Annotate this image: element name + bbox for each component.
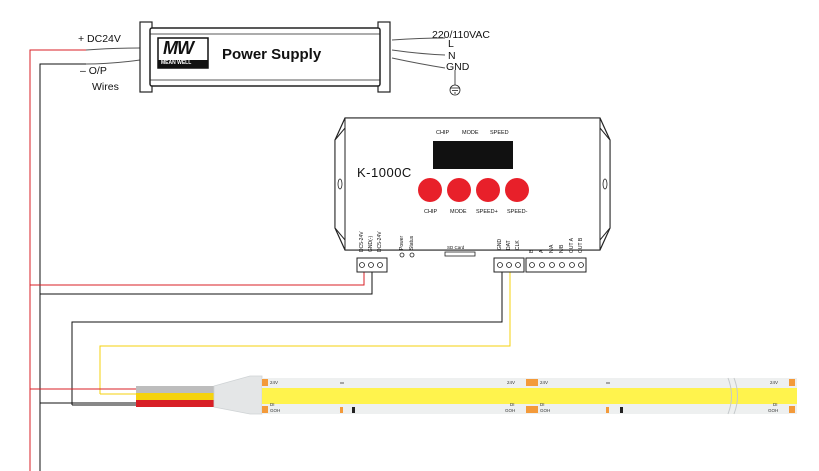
strip-seg2-end-24v: 24V	[770, 380, 779, 385]
pwr-terminal-label-2: GND(-)	[368, 235, 374, 252]
display-label-speed: SPEED	[490, 130, 509, 136]
status-led	[409, 252, 415, 258]
sd-card-label: SD Card	[447, 245, 465, 250]
status-led-label: Status	[409, 235, 415, 250]
strip-seg1-end-24v: 24V	[507, 380, 516, 385]
button-label-chip: CHIP	[424, 209, 438, 215]
power-supply	[139, 21, 391, 93]
out-label-out-b: OUT B	[578, 237, 584, 253]
out-label-out-a: OUT A	[569, 238, 575, 253]
strip-seg2-end-goh: GOH	[768, 408, 779, 413]
ac-l-wire	[391, 37, 446, 41]
red-main-wire	[29, 49, 86, 471]
display-label-chip: CHIP	[436, 130, 450, 136]
strip-seg2-24v: 24V	[540, 380, 549, 385]
out-label-nb: N/B	[559, 244, 565, 253]
mode-button[interactable]	[447, 178, 471, 202]
pwr-terminal-label-1: DC5-24V	[359, 231, 365, 252]
out-label-na: N/A	[549, 244, 555, 253]
ps-dc-plus-lead	[85, 47, 141, 51]
controller	[334, 117, 611, 273]
signal-label-clk: CLK	[515, 240, 521, 250]
meanwell-logo-text: MW	[163, 38, 194, 58]
led-strip	[136, 375, 797, 415]
button-label-mode: MODE	[450, 209, 467, 215]
ac-gnd-wire	[391, 57, 446, 69]
strip-seg1-goh: GOH	[270, 408, 281, 413]
meanwell-logo-subtext: MEAN WELL	[161, 60, 192, 66]
ac-n-wire	[391, 49, 446, 56]
speed-down-button[interactable]	[505, 178, 529, 202]
out-label-b: B	[529, 249, 535, 253]
button-label-speed-down: SPEED-	[507, 209, 528, 215]
red-to-controller	[30, 268, 365, 286]
ac-n-label: N	[448, 50, 456, 62]
earth-ground-icon	[449, 84, 461, 96]
dc-minus-label: – O/P	[80, 65, 107, 77]
ac-input-label: 220/110VAC	[432, 29, 490, 41]
signal-label-dat: DAT	[506, 240, 512, 250]
black-main-wire	[39, 63, 86, 471]
signal-gnd-wire	[71, 268, 503, 405]
sd-card-slot[interactable]	[444, 251, 476, 257]
signal-terminal-block	[493, 257, 525, 273]
ps-dc-minus-lead	[85, 59, 141, 65]
power-supply-title: Power Supply	[222, 46, 322, 63]
strip-seg1-end-di: DI	[510, 402, 515, 407]
strip-seg2-di: DI	[540, 402, 545, 407]
controller-display	[433, 141, 513, 169]
display-label-mode: MODE	[462, 130, 479, 136]
power-terminal-block	[356, 257, 388, 273]
chip-button[interactable]	[418, 178, 442, 202]
signal-label-gnd: GND	[497, 238, 503, 250]
power-led	[399, 252, 405, 258]
ac-l-label: L	[448, 38, 454, 50]
black-to-controller	[40, 268, 373, 295]
data-wire	[99, 268, 511, 394]
power-led-label: Power	[399, 235, 405, 250]
strip-seg2-goh: GOH	[540, 408, 551, 413]
button-label-speed-up: SPEED+	[476, 209, 498, 215]
dc-wires-label: Wires	[92, 81, 119, 93]
ac-gnd-label: GND	[446, 61, 470, 73]
pwr-terminal-label-3: DC5-24V	[377, 231, 383, 252]
strip-connector	[213, 375, 263, 415]
strip-seg1-di: DI	[270, 402, 275, 407]
strip-seg1-end-goh: GOH	[505, 408, 516, 413]
controller-model: K-1000C	[357, 165, 412, 180]
strip-seg1-24v: 24V	[270, 380, 279, 385]
speed-up-button[interactable]	[476, 178, 500, 202]
dc-plus-label: + DC24V	[78, 33, 121, 45]
out-label-a: A	[539, 249, 545, 253]
out-terminal-block	[525, 257, 587, 273]
strip-seg2-end-di: DI	[773, 402, 778, 407]
